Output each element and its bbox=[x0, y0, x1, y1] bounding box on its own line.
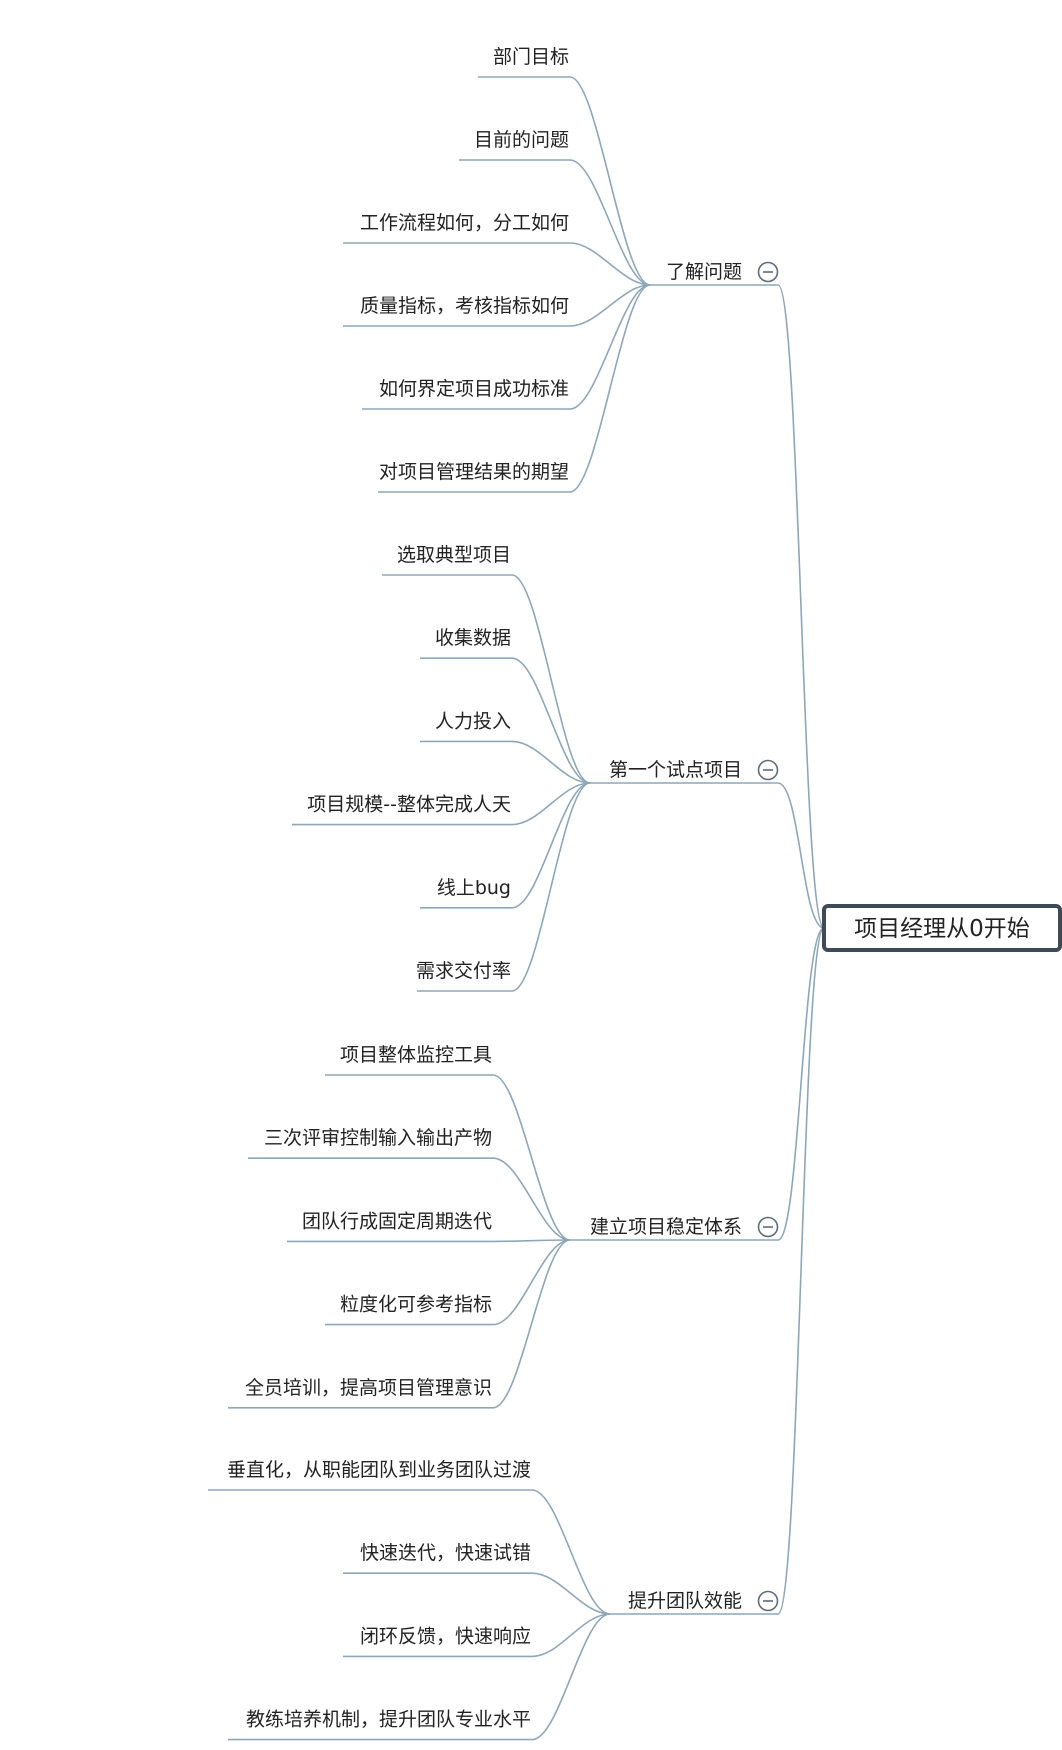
leaf-node-understand-problem-4[interactable]: 如何界定项目成功标准 bbox=[379, 378, 569, 400]
leaf-node-first-pilot-4[interactable]: 线上bug bbox=[437, 877, 511, 899]
connector-stable-system-leaf-4 bbox=[492, 1239, 571, 1409]
branch-label-team-efficiency: 提升团队效能 bbox=[628, 1590, 742, 1612]
connector-team-efficiency-leaf-2 bbox=[531, 1613, 611, 1658]
leaf-node-team-efficiency-3[interactable]: 教练培养机制，提升团队专业水平 bbox=[246, 1709, 531, 1731]
connector-stable-system-leaf-1 bbox=[492, 1157, 571, 1241]
leaf-node-understand-problem-2[interactable]: 工作流程如何，分工如何 bbox=[360, 212, 569, 234]
connector-stable-system-leaf-0 bbox=[492, 1074, 571, 1241]
collapse-toggle-first-pilot[interactable] bbox=[757, 759, 779, 781]
leaf-node-first-pilot-1[interactable]: 收集数据 bbox=[435, 627, 511, 649]
connector-stable-system-leaf-2 bbox=[492, 1239, 571, 1243]
connector-root-to-first-pilot bbox=[777, 782, 825, 929]
connector-first-pilot-leaf-2 bbox=[511, 740, 591, 784]
leaf-node-team-efficiency-0[interactable]: 垂直化，从职能团队到业务团队过渡 bbox=[227, 1459, 531, 1481]
connector-root-to-team-efficiency bbox=[777, 927, 825, 1615]
connector-team-efficiency-leaf-0 bbox=[531, 1489, 611, 1615]
branch-node-first-pilot[interactable]: 第一个试点项目 bbox=[609, 759, 779, 781]
leaf-node-understand-problem-5[interactable]: 对项目管理结果的期望 bbox=[379, 461, 569, 483]
connector-understand-problem-leaf-0 bbox=[569, 76, 651, 286]
leaf-node-stable-system-4[interactable]: 全员培训，提高项目管理意识 bbox=[245, 1377, 492, 1399]
leaf-node-first-pilot-2[interactable]: 人力投入 bbox=[435, 710, 511, 732]
leaf-node-team-efficiency-2[interactable]: 闭环反馈，快速响应 bbox=[360, 1625, 531, 1647]
connector-first-pilot-leaf-1 bbox=[511, 657, 591, 784]
branch-label-stable-system: 建立项目稳定体系 bbox=[590, 1216, 742, 1238]
connector-root-to-stable-system bbox=[777, 927, 825, 1241]
branch-label-first-pilot: 第一个试点项目 bbox=[609, 759, 742, 781]
connector-root-to-understand-problem bbox=[777, 284, 825, 929]
connector-understand-problem-leaf-5 bbox=[569, 284, 651, 493]
connector-first-pilot-leaf-5 bbox=[511, 782, 591, 992]
leaf-node-understand-problem-3[interactable]: 质量指标，考核指标如何 bbox=[360, 295, 569, 317]
connector-team-efficiency-leaf-1 bbox=[531, 1572, 611, 1615]
leaf-node-stable-system-0[interactable]: 项目整体监控工具 bbox=[340, 1044, 492, 1066]
leaf-node-first-pilot-3[interactable]: 项目规模--整体完成人天 bbox=[307, 794, 511, 816]
connector-first-pilot-leaf-3 bbox=[511, 782, 591, 826]
branch-label-understand-problem: 了解问题 bbox=[666, 261, 742, 283]
collapse-toggle-team-efficiency[interactable] bbox=[757, 1590, 779, 1612]
connector-first-pilot-leaf-4 bbox=[511, 782, 591, 909]
branch-node-understand-problem[interactable]: 了解问题 bbox=[666, 261, 779, 283]
connector-understand-problem-leaf-2 bbox=[569, 242, 651, 286]
branch-node-stable-system[interactable]: 建立项目稳定体系 bbox=[590, 1216, 779, 1238]
leaf-node-stable-system-2[interactable]: 团队行成固定周期迭代 bbox=[302, 1210, 492, 1232]
connector-understand-problem-leaf-4 bbox=[569, 284, 651, 410]
connector-understand-problem-leaf-3 bbox=[569, 284, 651, 327]
connector-understand-problem-leaf-1 bbox=[569, 159, 651, 286]
leaf-node-first-pilot-0[interactable]: 选取典型项目 bbox=[397, 544, 511, 566]
connector-layer bbox=[208, 76, 825, 1741]
node-layer: 了解问题 部门目标目前的问题工作流程如何，分工如何质量指标，考核指标如何如何界定项… bbox=[227, 46, 779, 1731]
connector-first-pilot-leaf-0 bbox=[511, 574, 591, 784]
leaf-node-understand-problem-0[interactable]: 部门目标 bbox=[493, 46, 569, 68]
branch-node-team-efficiency[interactable]: 提升团队效能 bbox=[628, 1590, 779, 1612]
leaf-node-first-pilot-5[interactable]: 需求交付率 bbox=[416, 960, 511, 982]
leaf-node-team-efficiency-1[interactable]: 快速迭代，快速试错 bbox=[360, 1542, 531, 1564]
leaf-node-stable-system-3[interactable]: 粒度化可参考指标 bbox=[340, 1294, 492, 1316]
connector-stable-system-leaf-3 bbox=[492, 1239, 571, 1326]
connector-team-efficiency-leaf-3 bbox=[531, 1613, 611, 1741]
root-node-label: 项目经理从0开始 bbox=[854, 916, 1030, 942]
leaf-node-understand-problem-1[interactable]: 目前的问题 bbox=[474, 129, 569, 151]
collapse-toggle-understand-problem[interactable] bbox=[757, 261, 779, 283]
collapse-toggle-stable-system[interactable] bbox=[757, 1216, 779, 1238]
root-node-box[interactable] bbox=[822, 904, 1062, 952]
root-node[interactable]: 项目经理从0开始 bbox=[822, 904, 1062, 952]
leaf-node-stable-system-1[interactable]: 三次评审控制输入输出产物 bbox=[264, 1127, 492, 1149]
